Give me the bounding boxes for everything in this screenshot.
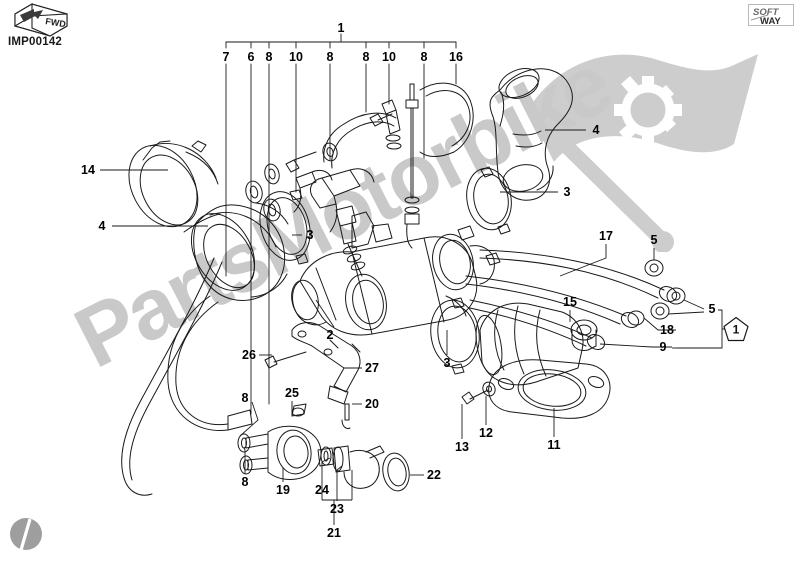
callout-b-6: 6 xyxy=(247,49,255,64)
callout-c-3b: 3 xyxy=(443,355,451,370)
callout-c-21: 21 xyxy=(327,525,341,540)
callout-c-13: 13 xyxy=(455,439,469,454)
callout-c-22: 22 xyxy=(427,467,441,482)
centre-clamp-3 xyxy=(259,189,311,265)
callout-c-3r: 3 xyxy=(563,184,571,199)
upper-fastener-group xyxy=(245,99,402,222)
callout-c-15: 15 xyxy=(563,294,577,309)
group-bracket xyxy=(225,33,457,415)
callout-c-11: 11 xyxy=(547,437,561,452)
callout-b-8a: 8 xyxy=(265,49,273,64)
callout-c-18: 18 xyxy=(660,322,674,337)
lower-clamp-3 xyxy=(430,297,480,375)
callout-c-24: 24 xyxy=(315,482,329,497)
callout-b-10b: 10 xyxy=(382,49,396,64)
leader-lines xyxy=(100,129,726,525)
right-hose-group xyxy=(465,249,686,350)
drawing-code: IMP00142 xyxy=(8,36,63,48)
callout-c-5b: 5 xyxy=(708,301,716,316)
callout-c-3m: 3 xyxy=(306,227,314,242)
callout-b-7: 7 xyxy=(222,49,230,64)
callout-c-14: 14 xyxy=(81,162,95,177)
callout-c-17: 17 xyxy=(599,228,613,243)
callout-c-12: 12 xyxy=(479,425,493,440)
lower-hose-loop xyxy=(121,82,474,496)
callout-c-8e: 8 xyxy=(241,390,249,405)
callout-c-19: 19 xyxy=(276,482,290,497)
callout-c-9: 9 xyxy=(659,339,667,354)
callout-c-4l: 4 xyxy=(98,218,106,233)
callout-c-20: 20 xyxy=(365,396,379,411)
fwd-arrow-icon: FWD xyxy=(12,2,72,40)
callout-c-27: 27 xyxy=(365,360,379,375)
bracket-27-assembly xyxy=(264,322,361,429)
callout-c-2: 2 xyxy=(326,327,334,342)
left-intake-assembly xyxy=(128,140,289,301)
throttle-body-assembly xyxy=(291,83,501,353)
callout-b-16: 16 xyxy=(449,49,463,64)
svg-text:SOFT: SOFT xyxy=(753,7,780,18)
callout-c-23: 23 xyxy=(330,501,344,516)
callout-c-8f: 8 xyxy=(241,474,249,489)
bottom-fitting-assembly xyxy=(237,425,410,492)
right-intake-assembly xyxy=(466,67,573,235)
svg-text:FWD: FWD xyxy=(45,16,67,29)
callout-b-8d: 8 xyxy=(420,49,428,64)
callout-c-26: 26 xyxy=(242,347,256,362)
callout-b-8b: 8 xyxy=(326,49,334,64)
exhaust-flange-assembly xyxy=(461,302,611,419)
callout-c-5a: 5 xyxy=(650,232,658,247)
svg-text:WAY: WAY xyxy=(760,16,781,26)
callout-c-25: 25 xyxy=(285,385,299,400)
callout-c-4r: 4 xyxy=(592,122,600,137)
pentagon-reference-label: 1 xyxy=(732,322,740,336)
callout-b-8c: 8 xyxy=(362,49,370,64)
callout-grp-1: 1 xyxy=(337,20,345,35)
callout-b-10a: 10 xyxy=(289,49,303,64)
softway-logo: SOFT WAY xyxy=(748,4,794,27)
pentagon-reference-icon: 1 xyxy=(723,316,749,342)
